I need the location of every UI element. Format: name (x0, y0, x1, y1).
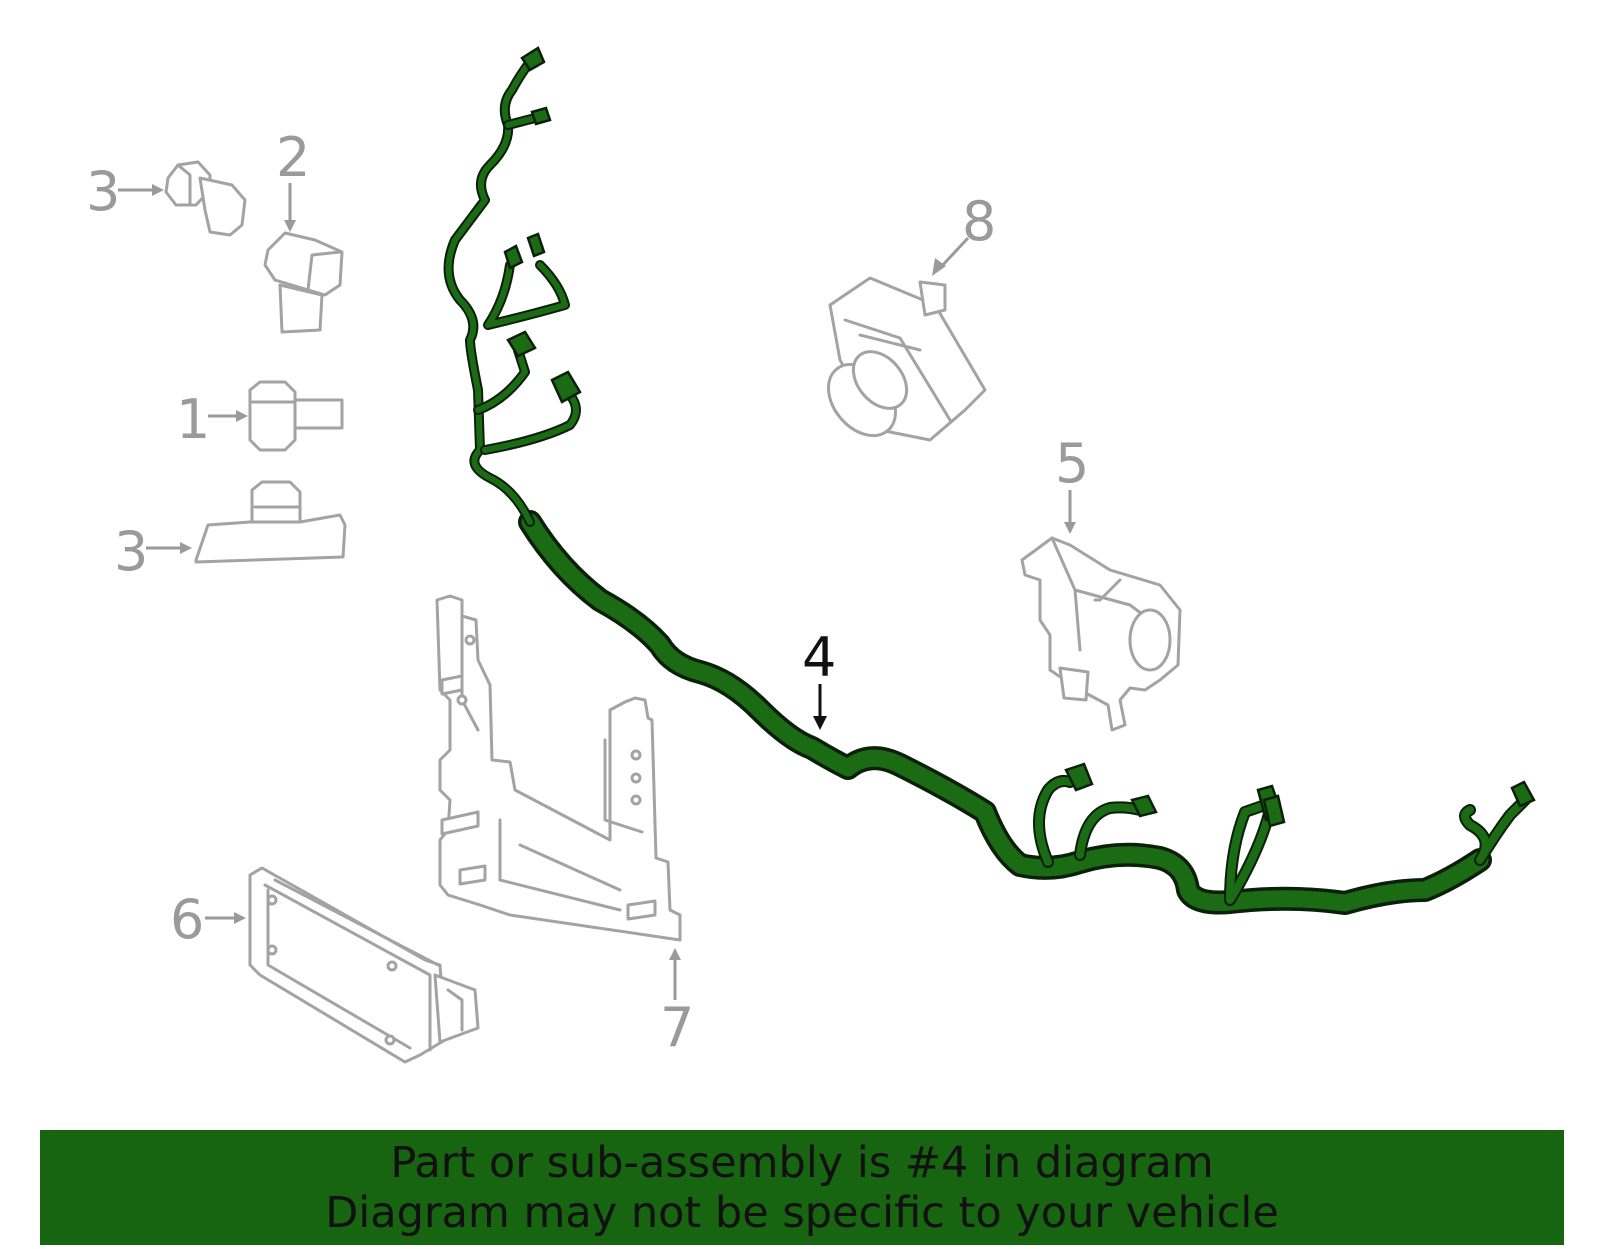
part-7-mount[interactable] (435, 594, 682, 942)
connector (1262, 794, 1286, 828)
part-1-sensor[interactable] (248, 380, 344, 452)
callout-6: 6 (170, 888, 204, 951)
arrowhead-2 (284, 220, 296, 232)
leader-8 (938, 236, 970, 270)
connector (530, 106, 552, 126)
connector (503, 244, 524, 270)
arrowhead-7 (669, 948, 681, 960)
arrowhead-1 (236, 410, 248, 422)
callout-2: 2 (276, 126, 310, 189)
connector (520, 46, 546, 72)
banner-line-disclaimer: Diagram may not be specific to your vehi… (325, 1187, 1279, 1238)
info-banner: Part or sub-assembly is #4 in diagram Di… (40, 1130, 1564, 1245)
part-8-camera[interactable] (815, 276, 987, 449)
callout-8: 8 (962, 190, 996, 253)
arrowhead-3b (180, 542, 192, 554)
arrowhead-6 (234, 912, 246, 924)
arrowhead-4 (813, 716, 827, 730)
callout-4: 4 (802, 626, 836, 689)
part-6-module[interactable] (248, 866, 480, 1064)
connector (1064, 762, 1094, 792)
callout-3-bracket: 3 (114, 520, 148, 583)
connector (1510, 780, 1536, 808)
part-3-sensor-top[interactable] (164, 160, 247, 237)
part-3-bracket[interactable] (194, 480, 347, 564)
part-5-bracket[interactable] (1020, 536, 1182, 732)
callout-3-top: 3 (86, 160, 120, 223)
parts-diagram: 3 2 1 3 8 5 4 6 7 (86, 46, 1536, 1064)
arrowhead-8 (932, 258, 946, 276)
part-2-sensor[interactable] (263, 231, 344, 334)
arrowhead-3a (152, 184, 164, 196)
part-4-wiring-harness[interactable] (443, 46, 1536, 915)
connector (506, 330, 537, 358)
callout-7: 7 (660, 996, 694, 1059)
banner-line-part-number: Part or sub-assembly is #4 in diagram (390, 1137, 1214, 1188)
connector (550, 370, 582, 404)
callout-1: 1 (176, 388, 210, 451)
callout-5: 5 (1055, 432, 1089, 495)
arrowhead-5 (1064, 522, 1076, 534)
connector (526, 232, 546, 258)
connector (1130, 794, 1158, 818)
